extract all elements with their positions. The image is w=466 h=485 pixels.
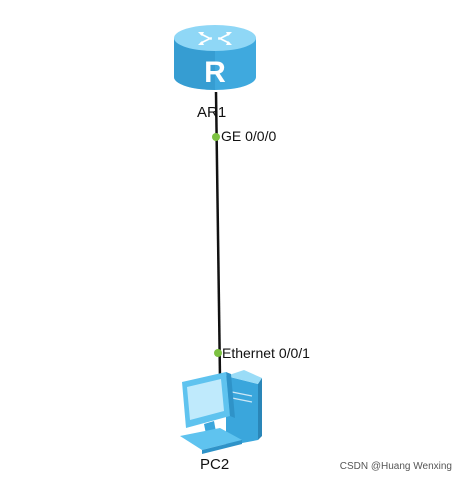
pc-port-label: Ethernet 0/0/1	[222, 345, 310, 361]
port-status-dot	[214, 349, 222, 357]
watermark: CSDN @Huang Wenxing	[339, 461, 452, 472]
router-name-label: AR1	[197, 104, 227, 121]
router-port-label: GE 0/0/0	[221, 128, 277, 144]
desktop-pc-icon[interactable]	[180, 370, 262, 454]
router-glyph: R	[204, 56, 226, 89]
pc-name-label: PC2	[200, 456, 230, 473]
port-status-dot	[212, 133, 220, 141]
router-icon[interactable]: R	[174, 25, 256, 90]
